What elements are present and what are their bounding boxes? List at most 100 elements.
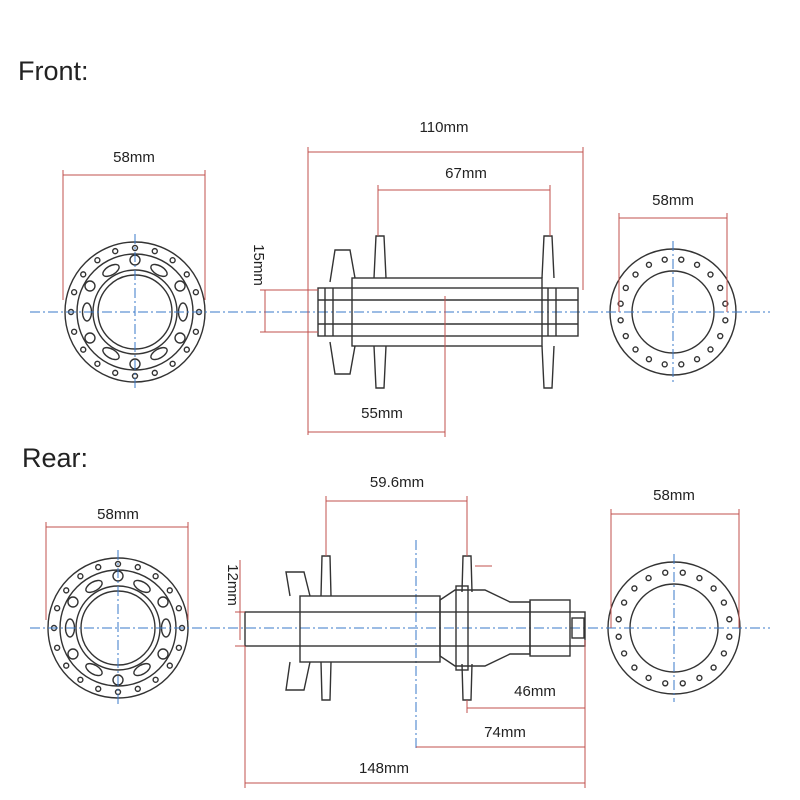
bolt-hole <box>661 361 668 368</box>
bolt-hole <box>693 356 701 363</box>
bolt-hole <box>645 574 652 582</box>
bolt-hole <box>95 563 102 571</box>
bolt-hole <box>151 247 158 255</box>
cutout <box>102 346 120 361</box>
rear-drive-dim: 46mm <box>514 683 556 700</box>
bolt-hole <box>645 674 652 682</box>
bolt-hole <box>166 662 173 669</box>
bolt-hole <box>645 261 653 268</box>
rear-hub-side-view <box>30 540 770 750</box>
cutout <box>150 346 168 361</box>
bolt-hole <box>84 280 96 292</box>
bolt-hole <box>720 650 728 657</box>
bolt-hole <box>710 664 717 671</box>
bolt-hole <box>696 674 703 682</box>
bolt-hole <box>152 573 159 580</box>
bolt-hole <box>620 650 628 657</box>
front-title: Front: <box>18 56 89 86</box>
front-right-flange-view <box>609 241 737 383</box>
bolt-hole <box>722 317 729 324</box>
bolt-hole <box>112 369 119 377</box>
bolt-hole <box>94 257 101 264</box>
bolt-hole <box>192 328 200 335</box>
bolt-hole <box>720 599 728 606</box>
cutout <box>102 263 120 278</box>
bolt-hole <box>707 346 714 353</box>
front-axle-dim: 15mm <box>250 244 267 286</box>
bolt-hole <box>622 332 629 340</box>
bolt-hole <box>632 271 639 278</box>
bolt-hole <box>183 271 190 278</box>
bolt-hole <box>63 662 70 669</box>
bolt-hole <box>631 585 638 592</box>
rear-title: Rear: <box>22 443 88 473</box>
bolt-hole <box>134 685 141 693</box>
bolt-hole <box>175 605 183 612</box>
bolt-hole <box>678 256 685 263</box>
bolt-hole <box>157 596 169 608</box>
bolt-hole <box>696 574 703 582</box>
bolt-hole <box>80 271 87 278</box>
cutout <box>85 662 103 677</box>
bolt-hole <box>169 257 176 264</box>
cutout <box>133 662 151 677</box>
bolt-hole <box>717 284 724 292</box>
bolt-hole <box>617 317 624 324</box>
bolt-hole <box>661 256 668 263</box>
bolt-hole <box>662 569 669 576</box>
bolt-hole <box>84 332 96 344</box>
rear-flange-dim: 59.6mm <box>370 474 424 491</box>
bolt-hole <box>717 332 724 340</box>
bolt-hole <box>134 563 141 571</box>
bolt-hole <box>63 587 70 594</box>
bolt-hole <box>175 644 183 651</box>
bolt-hole <box>53 644 61 651</box>
bolt-hole <box>693 261 701 268</box>
cutout <box>85 579 103 594</box>
front-hub-side-view <box>30 235 770 389</box>
bolt-hole <box>95 685 102 693</box>
bolt-hole <box>152 676 159 683</box>
bolt-hole <box>622 284 629 292</box>
bolt-hole <box>77 573 84 580</box>
bolt-hole <box>615 616 622 623</box>
bolt-hole <box>174 280 186 292</box>
bolt-hole <box>67 596 79 608</box>
cutout <box>150 263 168 278</box>
bolt-hole <box>678 361 685 368</box>
bolt-hole <box>615 633 622 640</box>
bolt-hole <box>679 569 686 576</box>
bolt-hole <box>710 585 717 592</box>
bolt-hole <box>183 346 190 353</box>
bolt-hole <box>726 633 733 640</box>
bolt-hole <box>192 289 200 296</box>
bolt-hole <box>77 676 84 683</box>
rear-left-disc-dim: 58mm <box>97 506 139 523</box>
bolt-hole <box>53 605 61 612</box>
bolt-hole <box>174 332 186 344</box>
bolt-hole <box>157 648 169 660</box>
bolt-hole <box>112 247 119 255</box>
front-flange-dim: 67mm <box>445 165 487 182</box>
rear-overall-dim: 148mm <box>359 760 409 777</box>
bolt-hole <box>70 289 78 296</box>
rear-axle-dim: 12mm <box>224 564 241 606</box>
bolt-hole <box>94 360 101 367</box>
bolt-hole <box>632 346 639 353</box>
bolt-hole <box>80 346 87 353</box>
bolt-hole <box>67 648 79 660</box>
rear-right-disc-dim: 58mm <box>653 487 695 504</box>
bolt-hole <box>679 680 686 687</box>
front-overall-dim: 110mm <box>420 119 469 136</box>
bolt-hole <box>631 664 638 671</box>
front-dimensions: 58mm 110mm 67mm 58mm 15mm 55mm <box>62 119 728 437</box>
rear-center-dim: 74mm <box>484 724 526 741</box>
cutout <box>133 579 151 594</box>
bolt-hole <box>70 328 78 335</box>
bolt-hole <box>169 360 176 367</box>
bolt-hole <box>166 587 173 594</box>
front-right-disc-dim: 58mm <box>652 192 694 209</box>
bolt-hole <box>707 271 714 278</box>
